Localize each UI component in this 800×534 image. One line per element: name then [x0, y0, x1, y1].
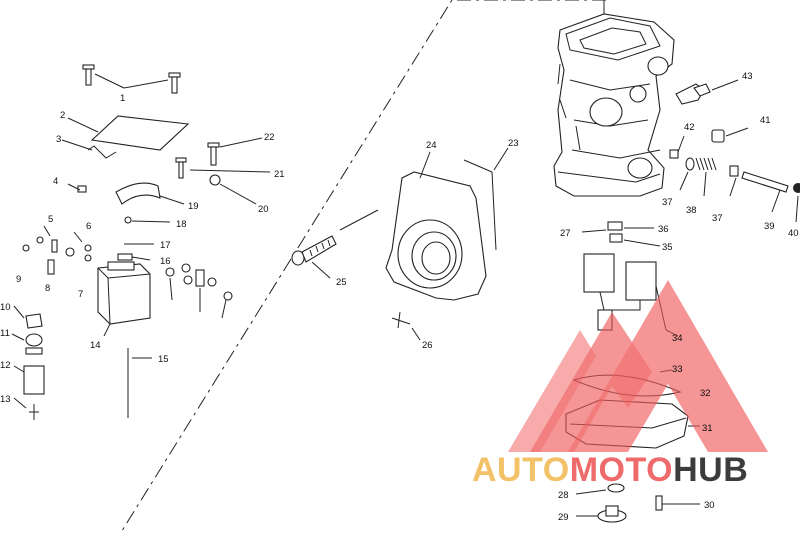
spring-part-38 [679, 157, 739, 197]
brand-moto: MOTO [569, 451, 674, 489]
throttle-slide-part-14 [97, 261, 151, 325]
dash-centerline [119, 0, 606, 534]
label-40: 40 [788, 228, 799, 239]
fitting-part-43 [675, 79, 739, 105]
label-42: 42 [684, 122, 695, 133]
clamp-part-19 [115, 182, 161, 205]
label-14: 14 [90, 340, 101, 351]
cap-part-41 [711, 129, 725, 143]
label-7: 7 [78, 289, 83, 300]
label-26: 26 [422, 340, 433, 351]
label-35: 35 [662, 242, 673, 253]
label-31: 31 [702, 423, 713, 434]
label-11: 11 [0, 328, 10, 339]
float-assembly [583, 253, 679, 337]
part-number-labels: 1 2 3 4 5 6 7 8 9 10 11 12 13 14 15 16 1… [0, 71, 799, 523]
screws-part-21-22 [175, 137, 271, 205]
label-5: 5 [48, 214, 53, 225]
washer-part-42 [669, 149, 679, 159]
label-38: 38 [686, 205, 697, 216]
label-18: 18 [176, 219, 187, 230]
intake-adapter-part-24 [385, 151, 487, 301]
label-1: 1 [120, 93, 125, 104]
label-10: 10 [0, 302, 11, 313]
label-37b: 37 [662, 197, 673, 208]
label-24: 24 [426, 140, 437, 151]
label-29: 29 [558, 512, 569, 523]
label-27: 27 [560, 228, 571, 239]
label-6: 6 [86, 221, 91, 232]
label-16: 16 [160, 256, 171, 267]
label-3: 3 [56, 134, 61, 145]
label-39: 39 [764, 221, 775, 232]
label-30: 30 [704, 500, 715, 511]
label-43: 43 [742, 71, 753, 82]
label-8: 8 [45, 283, 50, 294]
label-9: 9 [16, 274, 21, 285]
drain-screw-part-29 [576, 505, 627, 523]
ring-part-18 [124, 216, 132, 224]
label-20: 20 [258, 204, 269, 215]
jets-parts-right [165, 263, 233, 319]
label-32: 32 [700, 388, 711, 399]
label-28: 28 [558, 490, 569, 501]
label-17: 17 [160, 240, 171, 251]
label-33: 33 [672, 364, 683, 375]
washer-part-16 [117, 253, 133, 261]
screw-part-30 [655, 495, 700, 511]
screw-part-25 [291, 209, 379, 279]
jets-parts-5-9 [22, 225, 92, 275]
label-25: 25 [336, 277, 347, 288]
gasket-part-3 [87, 145, 117, 159]
label-36: 36 [658, 224, 669, 235]
label-13: 13 [0, 394, 11, 405]
label-41: 41 [760, 115, 771, 126]
label-22: 22 [264, 132, 275, 143]
screws-part-1 [82, 64, 181, 94]
screw-part-4 [77, 185, 87, 193]
jets-parts-27-35-36 [581, 221, 661, 247]
label-34: 34 [672, 333, 683, 344]
watermark-brand-text: AUTOMOTOHUB [472, 452, 748, 488]
label-12: 12 [0, 360, 11, 371]
label-15: 15 [158, 354, 169, 365]
brand-hub: HUB [673, 451, 749, 489]
label-23: 23 [508, 138, 519, 149]
label-19: 19 [188, 201, 199, 212]
carburetor-body [553, 0, 675, 197]
label-2: 2 [60, 110, 65, 121]
label-37: 37 [712, 213, 723, 224]
brand-auto: AUTO [472, 451, 570, 489]
cover-plate-part-2 [90, 115, 190, 151]
screw-part-39-40 [741, 171, 800, 223]
label-21: 21 [274, 169, 285, 180]
spring-parts-10-13 [11, 305, 45, 420]
watermark-logo-triangle [508, 280, 768, 452]
gasket-part-23 [463, 159, 497, 251]
washer-part-28 [607, 483, 625, 493]
pin-part-26 [391, 311, 421, 341]
label-4: 4 [53, 176, 58, 187]
